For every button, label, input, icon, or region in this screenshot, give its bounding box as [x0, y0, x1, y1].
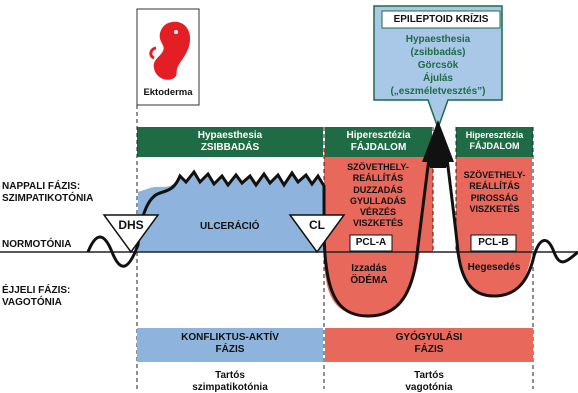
- right-symptoms: SZÖVETHELY- REÁLLÍTÁS PIROSSÁG VISZKETÉS: [457, 170, 532, 215]
- day-phase-line: SZIMPATIKOTÓNIA: [2, 193, 93, 205]
- mid-symptoms: SZÖVETHELY- REÁLLÍTÁS DUZZADÁS GYULLADÁS…: [326, 162, 430, 230]
- symptom-line: REÁLLÍTÁS: [457, 181, 532, 192]
- healing-phase-line: GYÓGYULÁSI: [325, 332, 533, 344]
- left-note: Tartós szimpatikotónia: [137, 370, 323, 393]
- right-note-line: Tartós: [325, 370, 533, 382]
- left-note-line: Tartós: [137, 370, 323, 382]
- day-phase-line: NAPPALI FÁZIS:: [2, 181, 93, 193]
- active-phase-text: KONFLIKTUS-AKTÍV FÁZIS: [137, 332, 323, 355]
- night-phase-line: ÉJJELI FÁZIS:: [2, 285, 70, 297]
- crisis-line: Hypaesthesia: [374, 33, 502, 46]
- day-phase-label: NAPPALI FÁZIS: SZIMPATIKOTÓNIA: [2, 181, 93, 204]
- active-phase-line: FÁZIS: [137, 344, 323, 356]
- dhs-label: DHS: [104, 219, 158, 233]
- symptom-line: REÁLLÍTÁS: [326, 173, 430, 184]
- normotonia-label: NORMOTÓNIA: [2, 239, 71, 251]
- symptom-line: SZÖVETHELY-: [457, 170, 532, 181]
- symptom-line: DUZZADÁS: [326, 185, 430, 196]
- crisis-line: Ájulás: [374, 72, 502, 85]
- header-line: FÁJDALOM: [325, 142, 432, 154]
- right-note-line: vagotónia: [325, 382, 533, 393]
- header-line: FÁJDALOM: [456, 141, 533, 152]
- header-line: Hiperesztézia: [456, 130, 533, 141]
- crisis-lines: Hypaesthesia (zsibbadás) Görcsök Ájulás …: [374, 33, 502, 98]
- edema-line: ÖDÉMA: [340, 275, 398, 287]
- scarring-label: Hegesedés: [466, 262, 522, 274]
- edema-line: Izzadás: [340, 263, 398, 275]
- crisis-line: Görcsök: [374, 59, 502, 72]
- ulceration-fill: [138, 172, 324, 252]
- edema-label: Izzadás ÖDÉMA: [340, 263, 398, 286]
- crisis-title: EPILEPTOID KRÍZIS: [382, 14, 500, 26]
- scarring-fill: [458, 252, 532, 296]
- left-note-line: szimpatikotónia: [137, 382, 323, 393]
- healing-phase-text: GYÓGYULÁSI FÁZIS: [325, 332, 533, 355]
- symptom-line: VÉRZÉS: [326, 207, 430, 218]
- embryo-label: Ektoderma: [138, 88, 198, 99]
- crisis-line: (zsibbadás): [374, 46, 502, 59]
- pcl-b-label: PCL-B: [471, 237, 516, 249]
- pcl-a-label: PCL-A: [350, 237, 392, 249]
- header-line: Hiperesztézia: [325, 130, 432, 142]
- crisis-line: („eszméletvesztés”): [374, 85, 502, 98]
- night-phase-label: ÉJJELI FÁZIS: VAGOTÓNIA: [2, 285, 70, 308]
- symptom-line: PIROSSÁG: [457, 193, 532, 204]
- ulceration-label: ULCERÁCIÓ: [200, 221, 259, 233]
- symptom-line: VISZKETÉS: [326, 218, 430, 229]
- header-mid-text: Hiperesztézia FÁJDALOM: [325, 130, 432, 154]
- right-note: Tartós vagotónia: [325, 370, 533, 393]
- active-phase-line: KONFLIKTUS-AKTÍV: [137, 332, 323, 344]
- night-phase-line: VAGOTÓNIA: [2, 297, 70, 309]
- header-left-text: Hypaesthesia ZSIBBADÁS: [137, 130, 323, 154]
- header-line: ZSIBBADÁS: [137, 142, 323, 154]
- symptom-line: VISZKETÉS: [457, 204, 532, 215]
- symptom-line: GYULLADÁS: [326, 196, 430, 207]
- healing-phase-line: FÁZIS: [325, 344, 533, 356]
- header-right-text: Hiperesztézia FÁJDALOM: [456, 130, 533, 152]
- header-line: Hypaesthesia: [137, 130, 323, 142]
- symptom-line: SZÖVETHELY-: [326, 162, 430, 173]
